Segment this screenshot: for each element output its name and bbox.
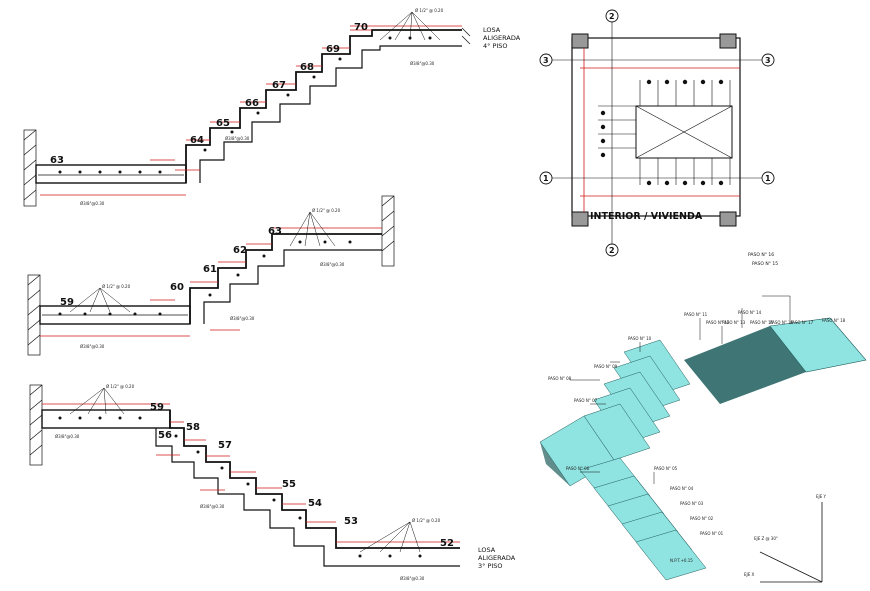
wall-left-upper xyxy=(23,129,37,207)
plan-note: PASO N° 16 xyxy=(748,252,774,258)
landing-label: ALIGERADA xyxy=(483,34,521,42)
step-number: 68 xyxy=(300,62,314,73)
step-number: 62 xyxy=(233,245,247,256)
axis-label: EJE X xyxy=(744,572,755,577)
rebar-label: Ø 1/2" @ 0.20 xyxy=(412,518,441,523)
iso-step-label: PASO N° 07 xyxy=(574,398,598,403)
step-number: 63 xyxy=(50,155,64,166)
step-profile-upper xyxy=(185,29,462,183)
step-number: 54 xyxy=(308,498,322,509)
wall-left-lower xyxy=(29,384,43,466)
iso-step-label: PASO N° 04 xyxy=(670,486,694,491)
landing-label: LOSA xyxy=(483,26,501,34)
step-number: 69 xyxy=(326,44,340,55)
step-number: 64 xyxy=(190,135,204,146)
rebar-label: Ø3/8"@0.30 xyxy=(320,262,345,267)
axis-label: EJE Z @ 30° xyxy=(754,536,778,541)
step-number: 59 xyxy=(60,297,74,308)
step-number: 55 xyxy=(282,479,296,490)
rebar-label: Ø3/8"@0.30 xyxy=(55,434,80,439)
landing-slab-upper xyxy=(35,164,187,184)
step-number: 60 xyxy=(170,282,184,293)
step-number: 65 xyxy=(216,118,230,129)
axis-label: 3 xyxy=(765,56,771,65)
iso-step-label: PASO N° 17 xyxy=(790,320,814,325)
plan-note: PASO N° 15 xyxy=(752,261,778,267)
step-number: 57 xyxy=(218,440,232,451)
iso-step-label: PASO N° 05 xyxy=(654,466,678,471)
iso-step-label: PASO N° 18 xyxy=(822,318,846,323)
landing-label: 3° PISO xyxy=(478,562,503,570)
stair-isometric-view: PASO N° 11 PASO N° 12 PASO N° 13 PASO N°… xyxy=(539,295,867,583)
level-label: N.P.T.+0.15 xyxy=(670,558,693,563)
iso-step-label: PASO N° 14 xyxy=(738,310,762,315)
iso-flight-main xyxy=(583,339,691,461)
iso-landing-upper xyxy=(769,317,867,373)
step-number: 53 xyxy=(344,516,358,527)
step-number: 63 xyxy=(268,226,282,237)
axis-label: 1 xyxy=(765,174,771,183)
rebar-label: Ø3/8"@0.30 xyxy=(225,136,250,141)
stair-section-middle: 59 60 61 62 63 Ø 1/2" @ 0.20 Ø 1/2" @ 0.… xyxy=(27,195,395,356)
step-number: 58 xyxy=(186,422,200,433)
axis-label: 3 xyxy=(543,56,549,65)
axis-label: 1 xyxy=(543,174,549,183)
rebar-label: Ø3/8"@0.30 xyxy=(400,576,425,581)
plan-column xyxy=(571,211,589,227)
iso-step-label: PASO N° 06 xyxy=(566,466,590,471)
plan-column xyxy=(571,33,589,49)
step-number: 56 xyxy=(158,430,172,441)
step-number: 67 xyxy=(272,80,286,91)
rebar-label: Ø 1/2" @ 0.20 xyxy=(415,8,444,13)
rebar-label: Ø 1/2" @ 0.20 xyxy=(106,384,135,389)
iso-step-label: PASO N° 08 xyxy=(548,376,572,381)
iso-step-label: PASO N° 15 xyxy=(750,320,774,325)
landing-label: ALIGERADA xyxy=(478,554,516,562)
stair-plan-view: 2 2 3 3 1 1 INTERIOR / VIVIENDA PASO N° … xyxy=(539,9,778,267)
iso-step-label: PASO N° 09 xyxy=(594,364,618,369)
rebar-label: Ø3/8"@0.30 xyxy=(200,504,225,509)
plan-outline xyxy=(571,37,741,217)
iso-step-label: PASO N° 01 xyxy=(700,531,724,536)
wall-left-middle xyxy=(27,274,41,356)
iso-step-label: PASO N° 13 xyxy=(722,320,746,325)
iso-step-label: PASO N° 10 xyxy=(628,336,652,341)
plan-column xyxy=(719,33,737,49)
axis-label: 2 xyxy=(609,12,615,21)
step-number: 59 xyxy=(150,402,164,413)
axis-label: 2 xyxy=(609,246,615,255)
rebar-label: Ø3/8"@0.30 xyxy=(80,201,105,206)
rebar-label: Ø 1/2" @ 0.20 xyxy=(102,284,131,289)
iso-step-label: PASO N° 11 xyxy=(684,312,708,317)
step-number: 61 xyxy=(203,264,217,275)
stair-section-lower: 59 58 57 56 55 54 53 52 Ø 1/2" @ 0.20 Ø … xyxy=(29,384,516,581)
rebar-label: Ø 1/2" @ 0.20 xyxy=(312,208,341,213)
iso-flight-lower xyxy=(579,457,707,581)
step-number: 52 xyxy=(440,538,454,549)
step-number: 70 xyxy=(354,22,368,33)
plan-title: INTERIOR / VIVIENDA xyxy=(590,211,703,222)
iso-step-label: PASO N° 12 xyxy=(706,320,730,325)
stair-section-upper: 63 64 65 66 67 68 69 70 Ø 1/2" @ 0.20 Ø3… xyxy=(23,8,521,207)
iso-step-label: PASO N° 02 xyxy=(690,516,714,521)
landing-label: 4° PISO xyxy=(483,42,508,50)
landing-label: LOSA xyxy=(478,546,496,554)
rebar-label: Ø3/8"@0.30 xyxy=(410,61,435,66)
axis-label: EJE Y xyxy=(816,494,827,499)
rebar-label: Ø3/8"@0.30 xyxy=(230,316,255,321)
iso-step-label: PASO N° 16 xyxy=(770,320,794,325)
wall-right-middle xyxy=(381,195,395,267)
rebar-label: Ø3/8"@0.30 xyxy=(80,344,105,349)
iso-step-label: PASO N° 03 xyxy=(680,501,704,506)
iso-flight-upper xyxy=(684,326,806,404)
step-number: 66 xyxy=(245,98,259,109)
iso-axes xyxy=(759,502,823,583)
plan-column xyxy=(719,211,737,227)
